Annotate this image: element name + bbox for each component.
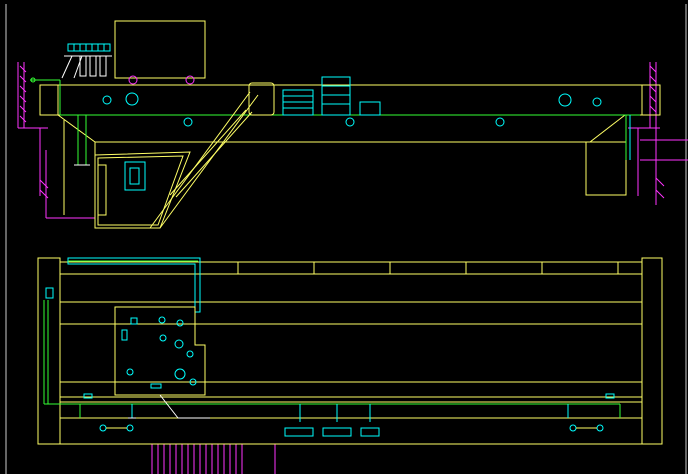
plan-view <box>37 257 663 474</box>
right-maintenance-box <box>585 115 631 196</box>
trolley-plan <box>114 306 210 419</box>
walkway-piping <box>43 257 620 405</box>
girder-holes <box>102 92 602 127</box>
cab-braces <box>149 91 259 229</box>
drawing-border <box>5 4 687 474</box>
elevation-view <box>17 20 688 229</box>
right-column <box>628 62 688 205</box>
cable-reel <box>248 82 275 116</box>
left-ladder <box>63 115 90 215</box>
operator-cab <box>94 142 191 229</box>
end-carriages <box>37 257 663 445</box>
electrical-panels <box>282 76 381 116</box>
floor-hatching <box>60 443 276 474</box>
rail-line <box>30 77 640 116</box>
plan-girders <box>60 261 642 445</box>
drive-units <box>79 393 621 437</box>
left-column <box>17 62 95 219</box>
trolley <box>61 20 206 85</box>
